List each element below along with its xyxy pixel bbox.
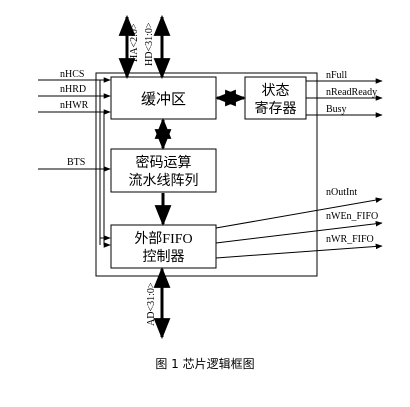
crypto-pipeline-label-line1: 密码运算 bbox=[136, 154, 192, 171]
status-register-block bbox=[244, 76, 307, 120]
status-register-label-line2: 寄存器 bbox=[255, 100, 297, 117]
nfull-label: nFull bbox=[326, 70, 347, 81]
ha-bus-label: HA<2:0> bbox=[129, 23, 140, 62]
noutint-line bbox=[215, 197, 383, 229]
busy-label: Busy bbox=[326, 104, 347, 115]
noutint-label: nOutInt bbox=[326, 187, 357, 198]
nhcs-label: nHCS bbox=[60, 69, 84, 80]
nwr-fifo-line bbox=[215, 243, 383, 259]
ad-bus-label: AD<31:0> bbox=[146, 282, 157, 326]
chip-boundary bbox=[95, 72, 318, 277]
fifo-controller-label-line1: 外部FIFO bbox=[134, 231, 192, 247]
fifo-controller-label-line2: 控制器 bbox=[143, 249, 185, 265]
fifo-controller-block bbox=[110, 224, 217, 269]
nhwr-label: nHWR bbox=[60, 100, 89, 111]
nwen-fifo-line bbox=[215, 220, 383, 244]
status-register-label-line1: 状态 bbox=[262, 83, 290, 99]
nreadready-label: nReadReady bbox=[326, 87, 377, 98]
nhrd-label: nHRD bbox=[60, 84, 86, 95]
bts-label: BTS bbox=[67, 157, 85, 168]
crypto-pipeline-label-line2: 流水线阵列 bbox=[129, 173, 199, 189]
nwr-fifo-label: nWR_FIFO bbox=[326, 234, 374, 245]
buffer-label: 缓冲区 bbox=[141, 91, 186, 108]
hd-bus-label: HD<31:0> bbox=[144, 22, 155, 66]
nwen-fifo-label: nWEn_FIFO bbox=[326, 211, 378, 222]
figure-caption: 图 1 芯片逻辑框图 bbox=[155, 357, 255, 371]
